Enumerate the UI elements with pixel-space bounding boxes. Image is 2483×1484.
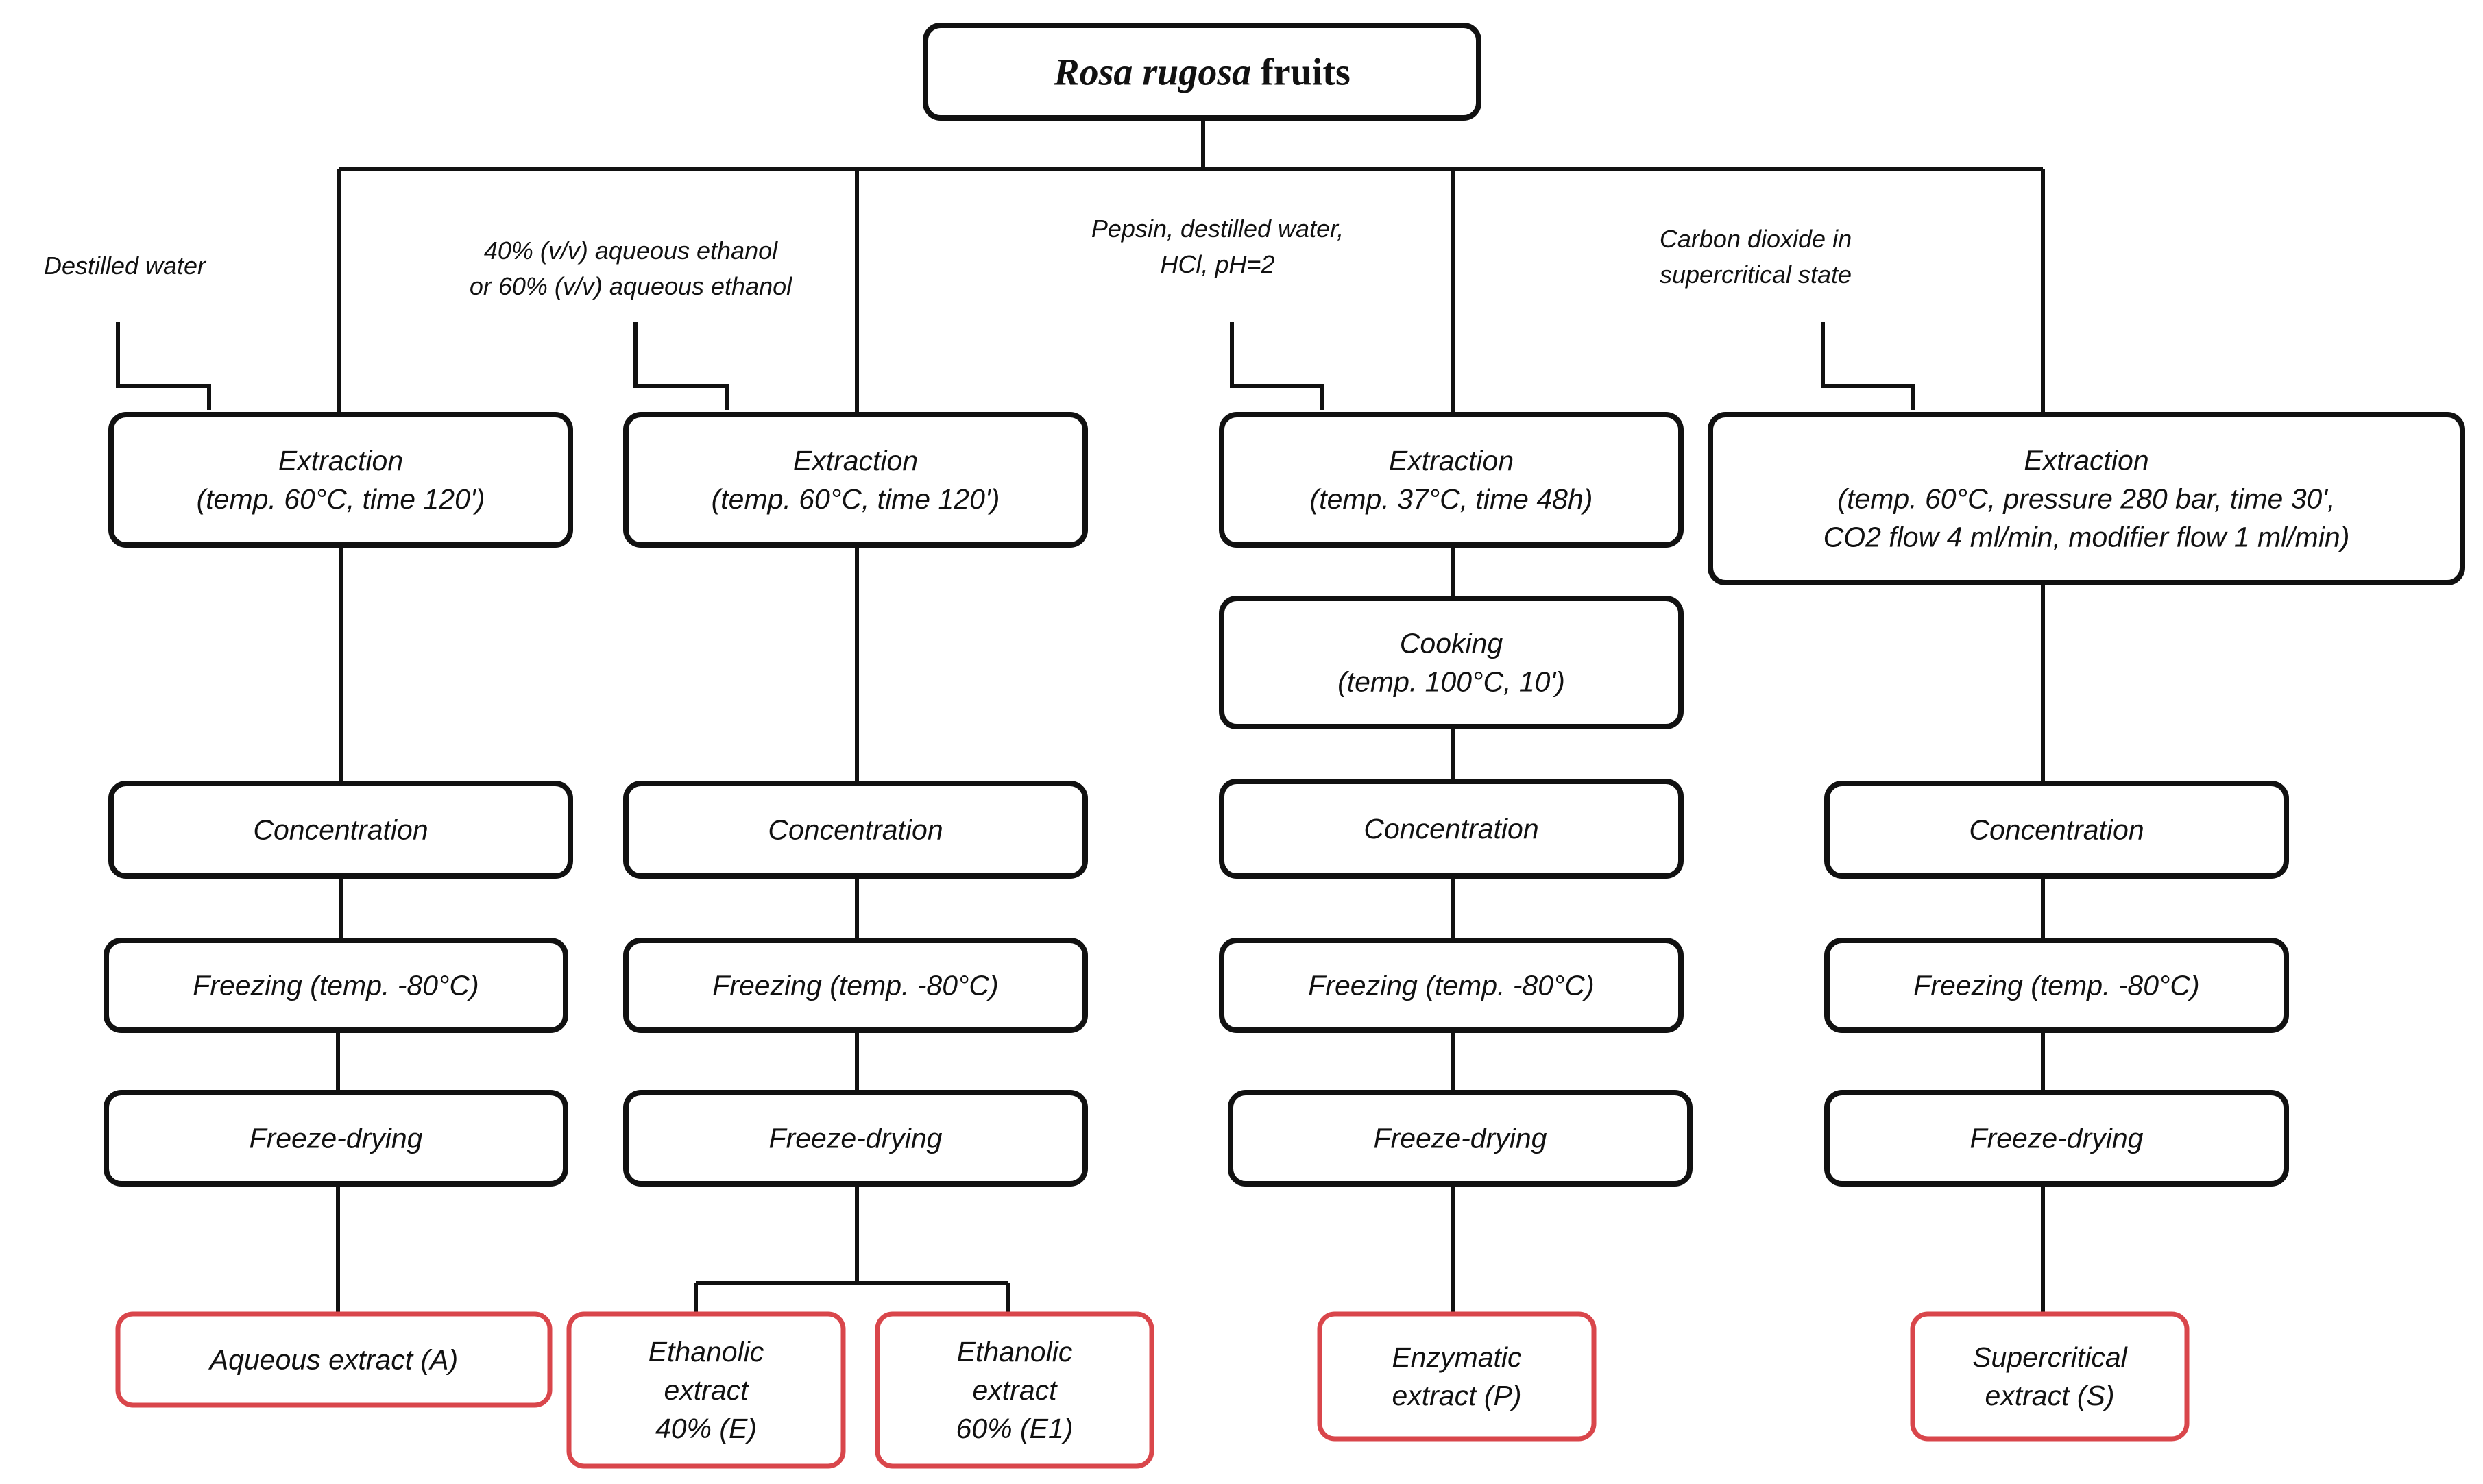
product-box-enzymatic-frame xyxy=(1317,1311,1597,1442)
extraction-box-ethanolic-frame xyxy=(623,412,1088,548)
product-box-enzymatic-text: Enzymatic xyxy=(1392,1341,1522,1373)
freeze-drying-box-enzymatic-frame xyxy=(1228,1090,1693,1187)
extraction-box-ethanolic: Extraction (temp. 60°C, time 120') xyxy=(623,412,1088,548)
freezing-box-enzymatic-frame xyxy=(1219,938,1684,1033)
concentration-box-supercritical-text: Concentration xyxy=(1969,814,2144,846)
product-box-aqueous-text: Aqueous extract (A) xyxy=(208,1344,458,1376)
product-box-ethanolic-60: Ethanolic extract 60% (E1) xyxy=(875,1311,1154,1469)
title-species: Rosa rugosa xyxy=(1053,51,1251,94)
extraction-box-aqueous-text: (temp. 60°C, time 120') xyxy=(197,483,485,515)
concentration-box-ethanolic-text: Concentration xyxy=(768,814,943,846)
extraction-box-enzymatic-text: (temp. 37°C, time 48h) xyxy=(1310,483,1593,515)
concentration-box-ethanolic: Concentration xyxy=(623,781,1088,879)
product-box-aqueous: Aqueous extract (A) xyxy=(115,1311,553,1408)
freezing-box-supercritical: Freezing (temp. -80°C) xyxy=(1824,938,2289,1033)
freezing-box-aqueous-text: Freezing (temp. -80°C) xyxy=(193,970,479,1001)
cooking-box-frame xyxy=(1219,596,1684,729)
freeze-drying-box-enzymatic-text: Freeze-drying xyxy=(1374,1123,1547,1154)
freezing-box-supercritical-frame xyxy=(1824,938,2289,1033)
product-box-ethanolic-60-text: extract xyxy=(972,1374,1058,1406)
product-box-enzymatic-text: extract (P) xyxy=(1392,1380,1521,1411)
concentration-box-enzymatic-text: Concentration xyxy=(1364,813,1538,844)
cooking-box-text: Cooking xyxy=(1400,628,1503,659)
freeze-drying-box-aqueous-frame xyxy=(104,1090,568,1187)
freeze-drying-box-ethanolic-frame xyxy=(623,1090,1088,1187)
freeze-drying-box-supercritical-frame xyxy=(1824,1090,2289,1187)
concentration-box-enzymatic: Concentration xyxy=(1219,779,1684,879)
product-box-aqueous-frame xyxy=(115,1311,553,1408)
reagent-label-co2-line: supercritical state xyxy=(1660,260,1852,289)
freeze-drying-box-aqueous: Freeze-drying xyxy=(104,1090,568,1187)
flowchart-nodes: Destilled water 40% (v/v) aqueous ethanol… xyxy=(44,23,2465,1469)
freeze-drying-box-supercritical: Freeze-drying xyxy=(1824,1090,2289,1187)
freeze-drying-box-ethanolic-text: Freeze-drying xyxy=(769,1123,943,1154)
reagent-label-co2-line: Carbon dioxide in xyxy=(1660,225,1852,253)
connector-line xyxy=(1821,322,1915,410)
product-box-ethanolic-60-frame xyxy=(875,1311,1154,1469)
extraction-box-supercritical-frame xyxy=(1708,412,2465,585)
product-box-ethanolic-60-text: Ethanolic xyxy=(957,1336,1073,1367)
reagent-label-ethanol-line: 40% (v/v) aqueous ethanol xyxy=(484,236,778,265)
freezing-box-aqueous-frame xyxy=(104,938,568,1033)
reagent-label-ethanol-line: or 60% (v/v) aqueous ethanol xyxy=(470,272,792,300)
connector-line xyxy=(116,322,211,410)
concentration-box-ethanolic-frame xyxy=(623,781,1088,879)
freezing-box-supercritical-text: Freezing (temp. -80°C) xyxy=(1913,970,2199,1001)
extraction-box-supercritical-text: (temp. 60°C, pressure 280 bar, time 30', xyxy=(1837,483,2335,515)
reagent-label-pepsin-line: Pepsin, destilled water, xyxy=(1091,215,1344,243)
connector-line xyxy=(1230,322,1324,410)
freezing-box-ethanolic: Freezing (temp. -80°C) xyxy=(623,938,1088,1033)
concentration-box-enzymatic-frame xyxy=(1219,779,1684,879)
extraction-box-supercritical: Extraction (temp. 60°C, pressure 280 bar,… xyxy=(1708,412,2465,585)
product-box-supercritical-text: Supercritical xyxy=(1972,1341,2128,1373)
freezing-box-enzymatic-text: Freezing (temp. -80°C) xyxy=(1308,970,1594,1001)
extraction-box-supercritical-text: Extraction xyxy=(2024,445,2148,476)
product-box-ethanolic-40-text: Ethanolic xyxy=(649,1336,764,1367)
extraction-box-ethanolic-text: Extraction xyxy=(793,445,918,476)
freeze-drying-box-ethanolic: Freeze-drying xyxy=(623,1090,1088,1187)
extraction-box-enzymatic-frame xyxy=(1219,412,1684,548)
product-box-ethanolic-40-frame xyxy=(566,1311,846,1469)
connector-lines xyxy=(116,118,2045,1314)
freeze-drying-box-aqueous-text: Freeze-drying xyxy=(250,1123,423,1154)
freezing-box-ethanolic-text: Freezing (temp. -80°C) xyxy=(712,970,998,1001)
extraction-box-enzymatic: Extraction (temp. 37°C, time 48h) xyxy=(1219,412,1684,548)
extraction-box-supercritical-text: CO2 flow 4 ml/min, modifier flow 1 ml/mi… xyxy=(1824,522,2350,553)
title-suffix: fruits xyxy=(1251,51,1350,94)
concentration-box-supercritical: Concentration xyxy=(1824,781,2289,879)
extraction-box-aqueous: Extraction (temp. 60°C, time 120') xyxy=(108,412,573,548)
freeze-drying-box-supercritical-text: Freeze-drying xyxy=(1970,1123,2144,1154)
connector-line xyxy=(633,322,729,410)
diagram-title: Rosa rugosa fruits xyxy=(1053,51,1350,94)
concentration-box-supercritical-frame xyxy=(1824,781,2289,879)
product-box-ethanolic-40-text: extract xyxy=(664,1374,749,1406)
freezing-box-aqueous: Freezing (temp. -80°C) xyxy=(104,938,568,1033)
product-box-ethanolic-40-text: 40% (E) xyxy=(655,1413,757,1444)
title-box-frame xyxy=(923,23,1481,121)
reagent-label-pepsin-line: HCl, pH=2 xyxy=(1160,250,1274,278)
concentration-box-aqueous-frame xyxy=(108,781,573,879)
concentration-box-aqueous-text: Concentration xyxy=(253,814,428,846)
extraction-box-aqueous-text: Extraction xyxy=(278,445,403,476)
concentration-box-aqueous: Concentration xyxy=(108,781,573,879)
freeze-drying-box-enzymatic: Freeze-drying xyxy=(1228,1090,1693,1187)
title-box: Rosa rugosa fruits xyxy=(923,23,1481,121)
product-box-supercritical-text: extract (S) xyxy=(1985,1380,2114,1411)
freezing-box-ethanolic-frame xyxy=(623,938,1088,1033)
product-box-supercritical-frame xyxy=(1910,1311,2190,1442)
reagent-label-water-line: Destilled water xyxy=(44,252,207,280)
freezing-box-enzymatic: Freezing (temp. -80°C) xyxy=(1219,938,1684,1033)
cooking-box-text: (temp. 100°C, 10') xyxy=(1337,666,1565,698)
product-box-enzymatic: Enzymatic extract (P) xyxy=(1317,1311,1597,1442)
product-box-ethanolic-60-text: 60% (E1) xyxy=(956,1413,1074,1444)
product-box-ethanolic-40: Ethanolic extract 40% (E) xyxy=(566,1311,846,1469)
extraction-box-enzymatic-text: Extraction xyxy=(1389,445,1514,476)
extraction-box-ethanolic-text: (temp. 60°C, time 120') xyxy=(712,483,1000,515)
extraction-box-aqueous-frame xyxy=(108,412,573,548)
cooking-box: Cooking (temp. 100°C, 10') xyxy=(1219,596,1684,729)
product-box-supercritical: Supercritical extract (S) xyxy=(1910,1311,2190,1442)
